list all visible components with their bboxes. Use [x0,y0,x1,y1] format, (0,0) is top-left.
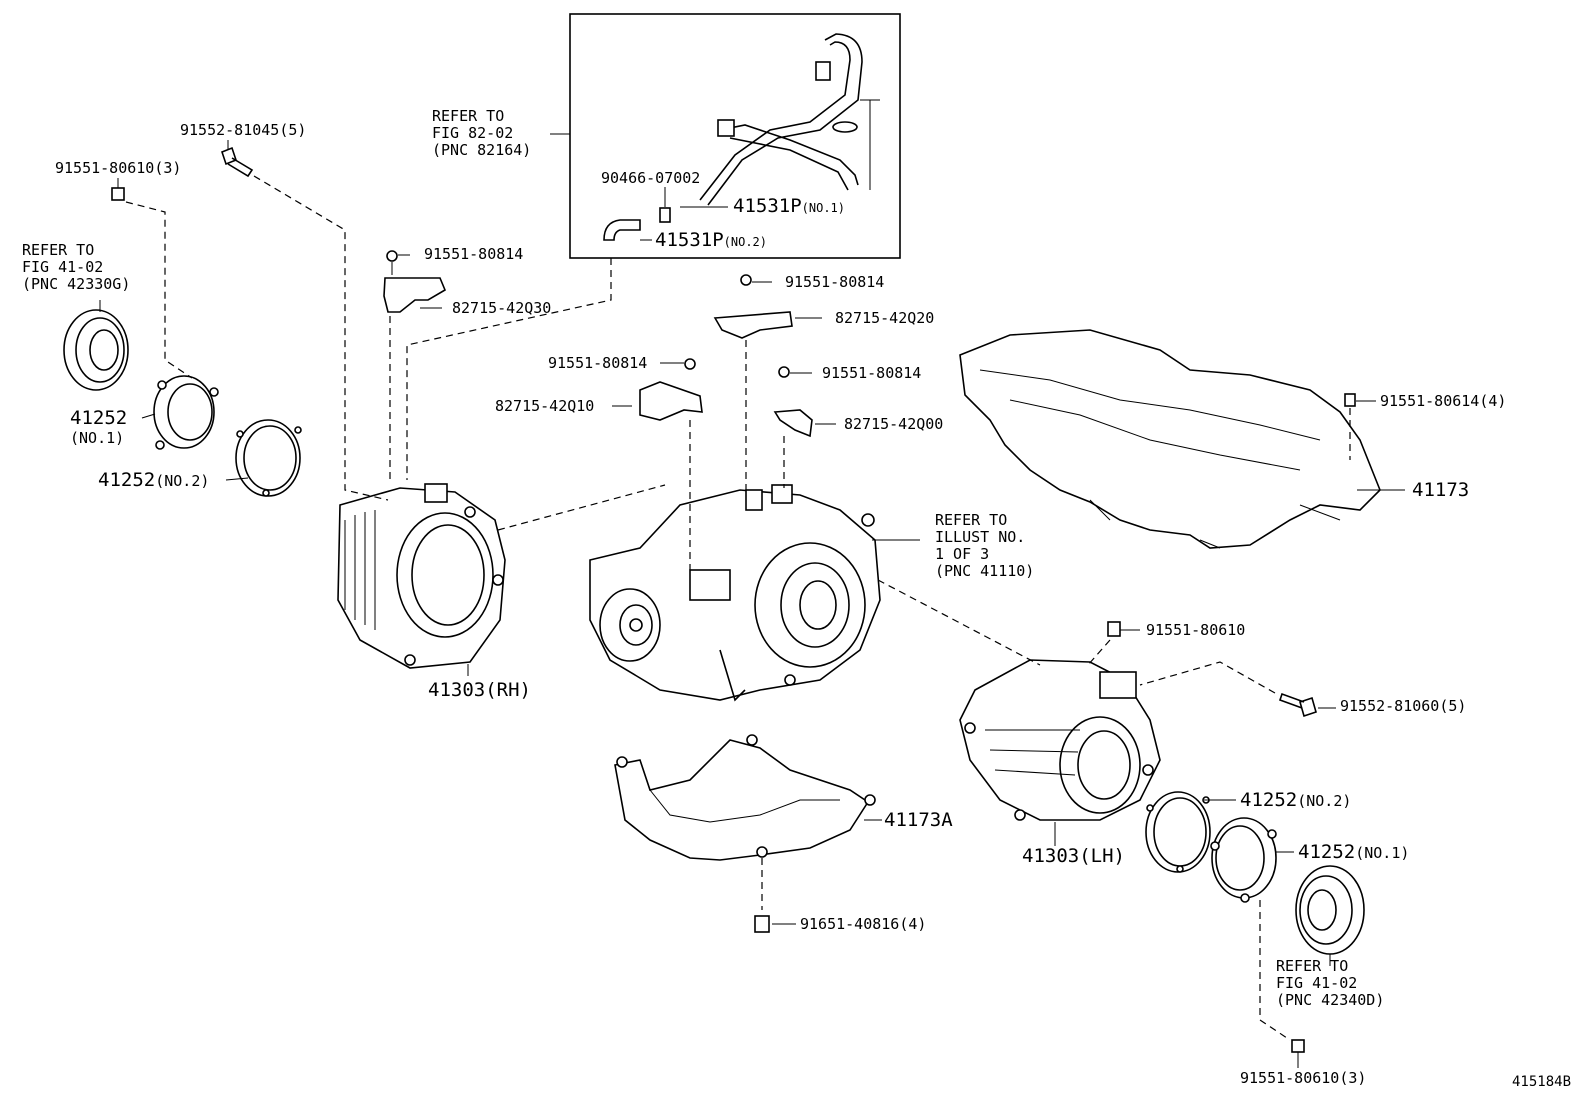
clip-90466-07002 [659,187,671,223]
transaxle-center [589,484,920,702]
label-41173: 41173 [1412,479,1470,501]
seal-right [1295,865,1365,966]
label-41531p-no2: 41531P(NO.2) [655,229,767,251]
bolt-91651-40816 [754,915,796,933]
label-91551-80610: 91551-80610 [1146,621,1246,639]
label-82715-42q00: 82715-42Q00 [844,415,944,433]
ring-41252-no1-right [1210,817,1294,903]
bolt-91551-80610-top [111,178,125,201]
gasket-41252-no2-right [1145,791,1236,873]
bolt-91551-80614 [1344,393,1376,407]
bolt-91551-80610-bottom [1291,1039,1305,1068]
bolt-91551-80610 [1107,621,1140,637]
label-41303-lh: 41303(LH) [1022,845,1125,867]
figure-id: 415184B [1512,1074,1572,1090]
label-41531p-no1: 41531P(NO.1) [733,195,845,217]
label-91651-40816: 91651-40816(4) [800,915,927,933]
label-41252-no2-left: 41252(NO.2) [98,469,210,491]
bracket-82715-42q10 [612,358,703,421]
label-91551-80614: 91551-80614(4) [1380,392,1507,410]
label-41252-no1-left: 41252 [70,407,128,429]
bracket-82715-42q00 [773,366,836,438]
label-41173a: 41173A [884,809,953,831]
bracket-82715-42q20 [713,274,822,339]
refer-illust-no: REFER TO ILLUST NO. 1 OF 3 (PNC 41110) [935,511,1035,580]
label-82715-42q20: 82715-42Q20 [835,309,935,327]
housing-41303-lh [959,659,1161,846]
hose-41531p-no2 [603,219,652,241]
label-41252-no2-right: 41252(NO.2) [1240,789,1352,811]
label-41252-no1-left-sub: (NO.1) [70,429,125,447]
refer-fig-41-02-right: REFER TO FIG 41-02 (PNC 42340D) [1276,957,1385,1009]
label-91551-80814-c: 91551-80814 [548,354,648,372]
label-91551-80610-top: 91551-80610(3) [55,159,182,177]
label-91552-81045: 91552-81045(5) [180,121,307,139]
label-90466-07002: 90466-07002 [601,169,701,187]
label-91551-80814-b: 91551-80814 [785,273,885,291]
label-91551-80814-d: 91551-80814 [822,364,922,382]
label-91551-80814-a: 91551-80814 [424,245,524,263]
bolt-91552-81045 [221,140,254,178]
refer-fig-82-02: REFER TO FIG 82-02 (PNC 82164) [432,107,532,159]
ring-41252-no1-left [141,375,219,450]
label-41252-no1-right: 41252(NO.1) [1298,841,1410,863]
label-41303-rh: 41303(RH) [428,679,531,701]
label-82715-42q10: 82715-42Q10 [495,397,595,415]
gasket-41252-no2-left [225,419,302,497]
bracket-82715-42q30 [383,250,447,313]
fig-82-02-box [569,13,901,259]
cover-41173a [614,734,882,861]
bolt-91552-81060 [1278,692,1336,718]
label-91552-81060: 91552-81060(5) [1340,697,1467,715]
label-82715-42q30: 82715-42Q30 [452,299,552,317]
tube-41531p-no1 [699,33,880,206]
label-91551-80610-bottom: 91551-80610(3) [1240,1069,1367,1087]
refer-fig-41-02-left: REFER TO FIG 41-02 (PNC 42330G) [22,241,131,293]
seal-left [63,300,129,391]
cover-41173 [959,329,1405,549]
housing-41303-rh [337,483,506,676]
